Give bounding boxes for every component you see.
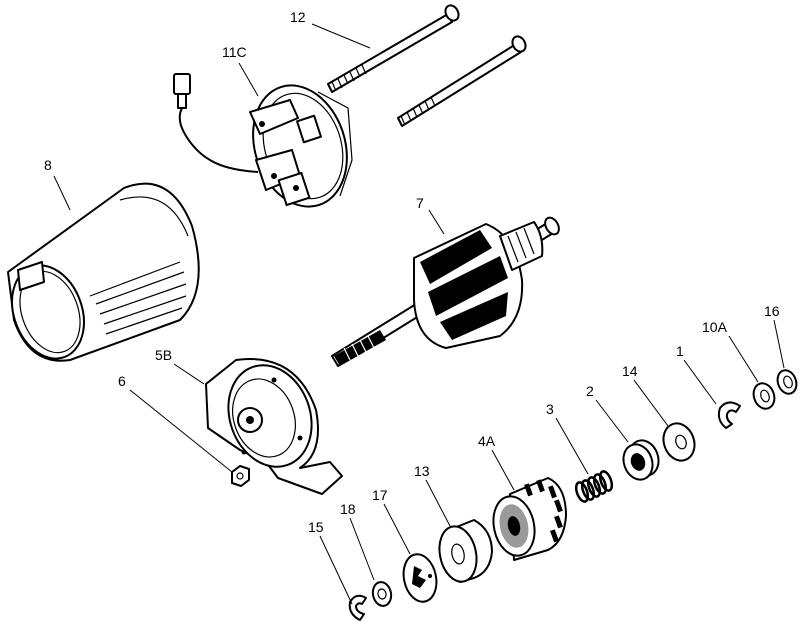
callout-3: 3: [546, 401, 554, 417]
spring-icon: [574, 470, 614, 503]
brush-holder-end-cap-icon: [173, 73, 353, 208]
stop-nut-icon: [622, 439, 660, 481]
callout-16: 16: [764, 303, 780, 319]
through-bolt-icon: [327, 4, 527, 127]
nut-icon: [231, 465, 250, 487]
callout-10A: 10A: [702, 319, 728, 335]
callout-14: 14: [622, 363, 638, 379]
washer-icon: [371, 581, 393, 607]
washer-icon: [662, 422, 696, 462]
spring-washer-icon: [402, 553, 438, 603]
callout-12: 12: [290, 9, 306, 25]
pinion-gear-icon: [492, 477, 567, 561]
callout-2: 2: [586, 383, 594, 399]
dust-cover-icon: [438, 519, 493, 583]
callout-labels: 12 11C 8 7 5B 6 1 10A 16 14 2 3 4A 13 17…: [44, 9, 780, 535]
callout-11C: 11C: [222, 44, 247, 60]
callout-13: 13: [414, 463, 430, 479]
callout-5B: 5B: [155, 347, 172, 363]
callout-1: 1: [676, 343, 684, 359]
callout-8: 8: [44, 157, 52, 173]
callout-7: 7: [416, 195, 424, 211]
leader-lines: [53, 23, 785, 605]
retaining-ring-icon: [348, 594, 367, 621]
washer-icon: [776, 369, 798, 395]
housing-tube-icon: [7, 182, 200, 362]
callout-4A: 4A: [478, 433, 496, 449]
callout-15: 15: [308, 519, 324, 535]
callout-6: 6: [118, 373, 126, 389]
drive-end-cap-icon: [205, 358, 343, 495]
armature-icon: [331, 216, 560, 367]
callout-17: 17: [372, 487, 388, 503]
washer-icon: [752, 382, 776, 410]
callout-18: 18: [340, 501, 356, 517]
retaining-ring-icon: [717, 401, 741, 429]
